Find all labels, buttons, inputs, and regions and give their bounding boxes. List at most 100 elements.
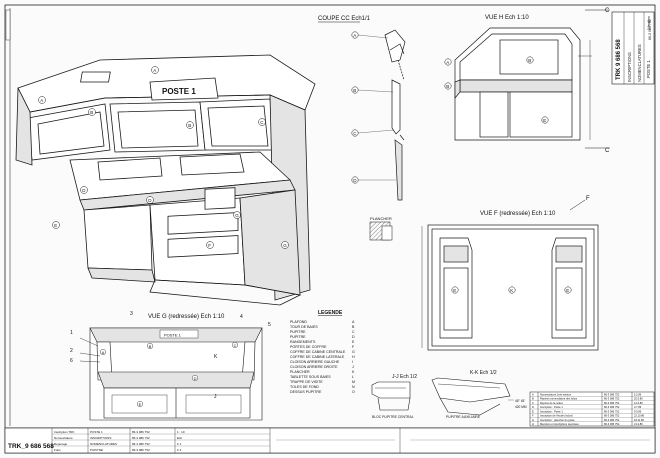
- revision-letter: D: [532, 405, 534, 409]
- callout-label: E: [453, 288, 456, 293]
- revision-ref: 86-3 086 752: [604, 414, 620, 418]
- vertical-ref: 86-3 086 752: [648, 19, 652, 40]
- kk-title: K-K Ech 1/2: [470, 370, 497, 376]
- vertical-word: INSCRIPTIONS: [627, 52, 632, 82]
- legend-row-label: TOUR DE BAIES: [290, 325, 318, 329]
- revision-date: 2.12.86: [634, 422, 643, 426]
- legend-row-label: TRAPPE DE VISITE: [290, 380, 323, 384]
- revision-letter: B: [532, 397, 534, 401]
- callout-label: F: [208, 243, 211, 248]
- revision-text: Inscription de l'etude (inclus): [540, 414, 573, 418]
- title-block: Inscription TRK POSTE 1 86-3 086 752 1 :…: [4, 427, 656, 454]
- title-block-cell: 1 : 10: [177, 430, 185, 434]
- revision-letter: F: [532, 414, 534, 418]
- perspective-sign: POSTE 1: [162, 87, 196, 96]
- title-block-cell: 86-3 086 752: [132, 436, 150, 440]
- vue-g-view: VUE G (redressée) Ech 1:10 3 4 5 1 2 6 P…: [70, 311, 271, 421]
- title-block-cell: 86-3 086 752: [132, 448, 150, 452]
- section-mark-4: 4: [240, 314, 243, 320]
- legend-row-label: PLANCHER: [290, 370, 310, 374]
- callout-label: B: [149, 344, 152, 349]
- callout-label: K: [510, 288, 513, 293]
- bloc-pupitre-label: BLOC PUPITRE CENTRAL: [372, 415, 414, 419]
- vertical-title-strip: TRK 9 686 568 INSCRIPTIONS NOMENCLATURES…: [611, 11, 655, 85]
- revision-date: 3.7.86: [634, 405, 642, 409]
- vue-f-title: VUE F (redressée) Ech 1:10: [480, 211, 556, 217]
- vue-f-view: VUE F (redressée) Ech 1:10 F E E K: [421, 196, 599, 351]
- callout-label: A: [353, 33, 356, 38]
- vue-g-poste-sign: POSTE 1: [164, 333, 182, 338]
- legend-row-ref: B: [352, 325, 355, 329]
- legend-row-ref: H: [352, 355, 355, 359]
- title-block-cell: Inscription TRK: [54, 430, 74, 434]
- drawing-number-bottom: TRK_9 686 568: [8, 443, 54, 450]
- legend-row-ref: I: [352, 360, 353, 364]
- legend-row-label: TOLES DE FOND: [290, 385, 319, 389]
- coupe-cc-section: COUPE CC Ech1/1 PLANCHER A B C D: [318, 16, 406, 241]
- revision-ref: 86-3 086 752: [604, 409, 620, 413]
- title-block-cell: Ech: [177, 436, 183, 440]
- legend-row-label: COFFRE DE CABINE LATERALE: [290, 355, 345, 359]
- legend-row-ref: G: [352, 350, 355, 354]
- section-mark-6: 6: [70, 358, 73, 364]
- legend-row-ref: J: [352, 365, 354, 369]
- plancher-label: PLANCHER: [370, 216, 392, 221]
- revision-ref: 86-3 086 752: [604, 401, 620, 405]
- legend-row-ref: E: [352, 340, 355, 344]
- legend-row-label: RANGEMENTS: [290, 340, 316, 344]
- legend-row-label: PLAFOND: [290, 320, 307, 324]
- legend-row-label: PUPITRE: [290, 335, 306, 339]
- vertical-drawing-id: TRK 9 686 568: [616, 39, 622, 80]
- callout-label: A: [102, 350, 105, 355]
- revision-ref: 86-3 086 752: [604, 392, 620, 396]
- revision-ref: 86-3 086 752: [604, 397, 620, 401]
- callout-label: C: [353, 131, 357, 136]
- callout-label: B: [188, 123, 191, 128]
- legend-row-label: TABLETTE SOUS BAIES: [290, 375, 331, 379]
- callout-label: C: [260, 120, 264, 125]
- small-note-size: 420 MM: [515, 405, 527, 409]
- left-margin-strip: [5, 8, 11, 426]
- revision-letter: A: [532, 392, 534, 396]
- section-mark-j-vue-g: J: [214, 394, 217, 400]
- revision-ref: 86-3 086 752: [604, 418, 620, 422]
- revision-ref: 86-3 086 752: [604, 422, 620, 426]
- vue-g-title: VUE G (redressée) Ech 1:10: [148, 314, 225, 320]
- revision-text: Inscription : Poste 1: [540, 405, 563, 409]
- revision-ref: 86-3 086 752: [604, 405, 620, 409]
- legend-row-label: DESSUS PUPITRE: [290, 390, 322, 394]
- revision-letter: G: [532, 418, 534, 422]
- pupitre-auxiliaire-label: PUPITRE AUXILIAIRE: [446, 415, 481, 419]
- vue-h-title: VUE H Ech 1:10: [485, 15, 529, 21]
- legend-row-ref: A: [352, 320, 355, 324]
- callout-label: E: [54, 223, 57, 228]
- legend-row-ref: M: [352, 380, 355, 384]
- legend-row-ref: L: [352, 375, 354, 379]
- revision-text: Reprise de la notice: [540, 401, 563, 405]
- jj-section: J-J Ech 1/2 BLOC PUPITRE CENTRAL: [371, 374, 417, 419]
- title-block-cell: NOMENCLATURES: [90, 442, 117, 446]
- revision-date: 9.9.86: [634, 409, 642, 413]
- section-mark-c: C: [605, 8, 610, 14]
- revision-letter: H: [532, 422, 534, 426]
- revision-date: 18.11.86: [634, 418, 644, 422]
- callout-label: D: [82, 188, 86, 193]
- title-block-cell: PUPITRE: [90, 448, 103, 452]
- legend-row-ref: O: [352, 390, 355, 394]
- title-block-cell: Reperage: [54, 442, 68, 446]
- revision-date: 5.2.86: [634, 392, 642, 396]
- title-block-cell: 86-3 086 752: [132, 430, 150, 434]
- revision-date: 20.5.86: [634, 397, 643, 401]
- legend-row-ref: D: [352, 335, 355, 339]
- callout-label: B: [446, 84, 449, 89]
- legend-row-label: CLOISON ARRIERE DROITE: [290, 365, 338, 369]
- vertical-word: POSTE 1: [646, 60, 651, 78]
- revision-text: Nomenclature 1ere version: [540, 392, 572, 396]
- title-block-cell: Nomenclature: [54, 436, 73, 440]
- revision-letter: C: [532, 401, 534, 405]
- revision-date: 22.10.86: [634, 414, 645, 418]
- callout-label: C: [234, 343, 237, 348]
- revision-text: Inscription : plancher du poste: [540, 418, 575, 422]
- revision-letter: E: [532, 409, 534, 413]
- title-block-cell: Folio: [54, 448, 61, 452]
